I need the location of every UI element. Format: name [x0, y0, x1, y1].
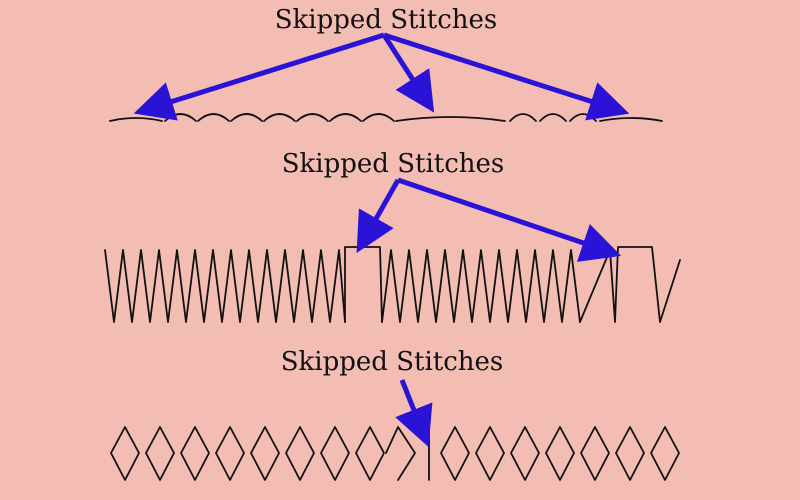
arrow-top-right — [383, 32, 630, 121]
stitch-2 — [164, 113, 197, 122]
caption-top: Skipped Stitches — [275, 5, 498, 35]
cross-stitch-1 — [110, 426, 140, 481]
zigzag-stitch-row — [104, 246, 681, 323]
arrow-top-left — [133, 32, 385, 121]
stitch-long-9 — [395, 116, 506, 122]
stitch-10 — [509, 113, 537, 122]
cross-stitch-5 — [250, 426, 280, 481]
cross-stitch-7 — [320, 426, 350, 481]
stitch-long-1 — [109, 117, 163, 122]
cross-stitch-2 — [145, 426, 175, 481]
arrow-group-bottom — [395, 379, 433, 447]
cross-stitch-3 — [180, 426, 210, 481]
cross-stitch-row — [110, 426, 680, 481]
cross-stitch-right-3 — [510, 426, 540, 481]
arrow-bottom-center — [395, 379, 433, 447]
caption-bottom: Skipped Stitches — [281, 347, 504, 377]
cross-stitch-4 — [215, 426, 245, 481]
zigzag-skipped-stitch-1 — [344, 246, 383, 323]
zigzag-skipped-stitch-2 — [579, 246, 681, 323]
cross-stitch-partial — [385, 426, 416, 481]
arrow-middle-right — [397, 177, 622, 262]
stitch-3 — [197, 113, 230, 122]
cross-stitch-right-2 — [475, 426, 505, 481]
stitch-long-13 — [599, 117, 663, 122]
cross-stitch-right-5 — [580, 426, 610, 481]
zigzag-segment-left — [104, 249, 346, 323]
cross-stitch-right-4 — [545, 426, 575, 481]
straight-stitch-row — [109, 113, 663, 122]
caption-middle: Skipped Stitches — [282, 149, 505, 179]
cross-stitch-right-7 — [650, 426, 680, 481]
stitch-4 — [230, 113, 263, 122]
zigzag-segment-middle — [381, 249, 581, 323]
arrow-group-top — [133, 32, 630, 121]
stitch-6 — [296, 113, 329, 122]
arrow-top-center — [381, 33, 435, 113]
arrow-middle-left — [356, 178, 401, 254]
stitch-11 — [539, 113, 567, 122]
stitch-12 — [569, 113, 597, 122]
cross-stitch-right-6 — [615, 426, 645, 481]
stitch-7 — [329, 113, 362, 122]
cross-stitch-right-1 — [440, 426, 470, 481]
stitch-8 — [362, 113, 395, 122]
cross-stitch-6 — [285, 426, 315, 481]
stitch-5 — [263, 113, 296, 122]
cross-stitch-8 — [355, 426, 385, 481]
arrow-group-middle — [356, 177, 622, 262]
